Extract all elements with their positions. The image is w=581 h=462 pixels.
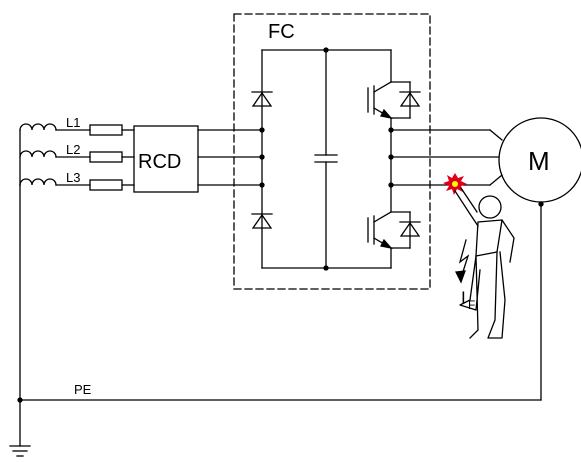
fault-spark-icon [443,173,467,195]
motor-cables [390,129,503,186]
fc-label: FC [268,21,295,43]
motor-label: M [528,146,550,176]
pe-label: PE [74,382,92,397]
rcd-label: RCD [138,151,181,173]
dc-link-capacitor [314,47,338,271]
ground-icon [9,445,31,457]
fault-current-subscript: F [468,298,475,312]
fuses [89,124,123,191]
rectifier-bridge [251,49,273,269]
person-figure-icon [454,187,515,339]
fault-current-arrow [455,239,470,284]
fc-enclosure [233,13,431,290]
l1-label: L1 [66,115,80,130]
l2-label: L2 [66,142,80,157]
supply-coils [19,123,57,186]
pe-conductor [17,184,544,447]
inverter-leg [367,49,421,269]
rcd-box [133,125,199,193]
l3-label: L3 [66,170,80,185]
fault-current-label: I [461,288,466,307]
